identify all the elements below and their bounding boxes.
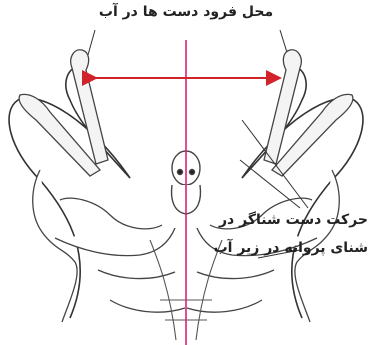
top-label-pointer-lines (86, 30, 290, 62)
hand-entry-label: محل فرود دست ها در آب (86, 4, 286, 20)
underwater-stroke-label-line2: شنای پروانه در زیر آب (218, 234, 368, 262)
underwater-stroke-label-line1: حرکت دست شناگر در (218, 206, 368, 234)
underwater-stroke-label: حرکت دست شناگر در شنای پروانه در زیر آب (218, 206, 368, 262)
